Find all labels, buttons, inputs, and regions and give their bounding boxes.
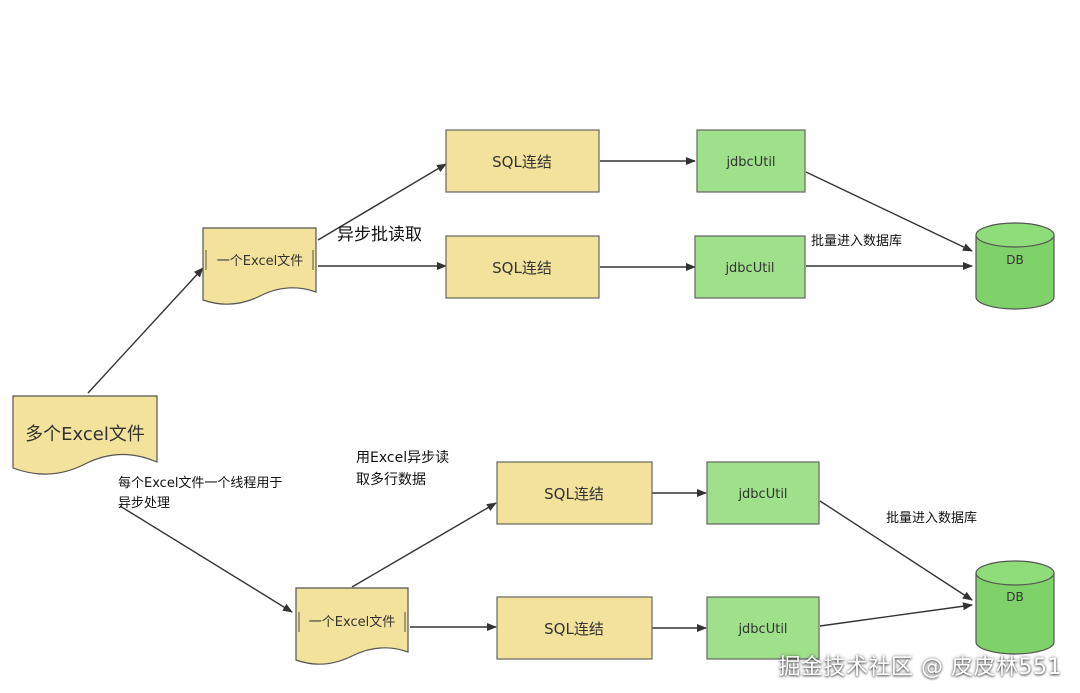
label-batch-insert-top: 批量进入数据库 — [811, 233, 902, 249]
db-top-label: DB — [1006, 253, 1023, 267]
arrow-jdbc3-to-db — [819, 500, 973, 601]
box-sql-1-label: SQL连结 — [492, 153, 552, 171]
doc-excel-bottom-label: 一个Excel文件 — [309, 615, 395, 630]
arrow-top-to-sql1 — [317, 163, 447, 241]
db-cylinder-bottom: DB — [975, 560, 1055, 655]
label-thread-per-file-line2: 异步处理 — [118, 496, 170, 511]
box-sql-2-label: SQL连结 — [492, 259, 552, 277]
db-bottom-label: DB — [1006, 590, 1023, 604]
arrow-bottom-to-sql3 — [351, 502, 497, 588]
doc-excel-top: 一个Excel文件 — [202, 227, 317, 305]
box-sql-4: SQL连结 — [496, 596, 653, 660]
box-jdbc-3-label: jdbcUtil — [737, 487, 787, 502]
doc-multi-excel-label: 多个Excel文件 — [25, 424, 145, 445]
label-excel-async-line1: 用Excel异步读 — [356, 449, 449, 466]
box-jdbc-4-label: jdbcUtil — [737, 622, 787, 637]
box-sql-3: SQL连结 — [496, 461, 653, 525]
arrow-multi-to-bottom — [119, 505, 293, 613]
box-jdbc-1-label: jdbcUtil — [725, 155, 775, 170]
box-jdbc-2-label: jdbcUtil — [724, 261, 774, 276]
arrow-jdbc4-to-db — [819, 602, 973, 627]
watermark: 掘金技术社区 @ 皮皮林551 — [778, 655, 1062, 680]
doc-excel-top-label: 一个Excel文件 — [217, 254, 303, 269]
label-thread-per-file-line1: 每个Excel文件一个线程用于 — [118, 475, 282, 491]
arrow-multi-to-top — [87, 267, 204, 394]
doc-excel-bottom: 一个Excel文件 — [295, 587, 409, 665]
box-sql-3-label: SQL连结 — [544, 485, 604, 503]
label-async-batch-read: 异步批读取 — [337, 225, 422, 245]
box-jdbc-1: jdbcUtil — [696, 129, 806, 193]
doc-multi-excel: 多个Excel文件 — [12, 395, 158, 475]
arrow-jdbc1-to-db — [805, 171, 973, 252]
box-sql-4-label: SQL连结 — [544, 620, 604, 638]
label-excel-async-line2: 取多行数据 — [356, 471, 426, 488]
box-jdbc-3: jdbcUtil — [706, 461, 820, 525]
db-cylinder-top: DB — [975, 222, 1055, 310]
label-batch-insert-bottom: 批量进入数据库 — [886, 510, 977, 526]
box-sql-1: SQL连结 — [445, 129, 600, 193]
box-jdbc-4: jdbcUtil — [706, 596, 820, 660]
box-sql-2: SQL连结 — [445, 235, 600, 299]
connectors — [87, 157, 973, 632]
box-jdbc-2: jdbcUtil — [694, 235, 806, 299]
